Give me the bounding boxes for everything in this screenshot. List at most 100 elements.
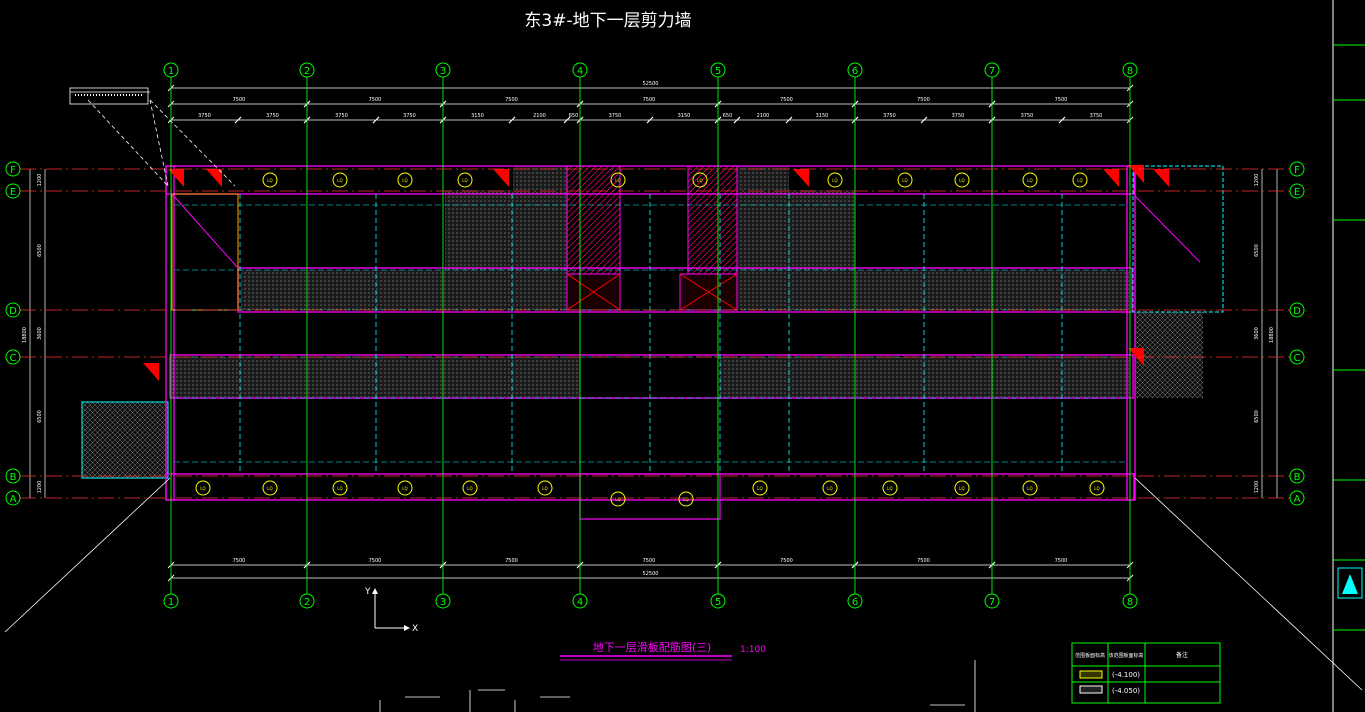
grid-label-2: 2 [304,597,310,608]
dimension-total-left: 18800 [22,327,28,343]
wall-tag [332,480,348,496]
wall-tag-label: LQ [832,178,837,183]
grid-bubble [1289,468,1305,484]
dimension-bay: 7500 [780,97,793,103]
wall-tag [827,172,843,188]
hatch-zone [737,166,789,310]
core-shaft [687,165,738,275]
grid-bubble [847,593,863,609]
grid-label-D: D [1293,306,1301,317]
grid-bubble [435,593,451,609]
hatch-zone [789,190,855,270]
column [168,169,184,187]
wall-tag-label: LQ [1027,178,1032,183]
beam-outline [1132,165,1224,313]
grid-label-E: E [1294,187,1300,198]
dimension-sub: 650 [723,113,733,119]
grid-label-1: 1 [168,66,174,77]
wall-tag-label: LQ [200,486,205,491]
wall-tag [610,491,626,507]
grid-bubble [299,593,315,609]
grid-label-7: 7 [989,597,995,608]
dimension-bay: 7500 [505,97,518,103]
hatch-zone [82,402,168,478]
grid-label-6: 6 [852,66,858,77]
wall-tag-label: LQ [467,486,472,491]
grid-label-2: 2 [304,66,310,77]
grid-label-B: B [1294,472,1301,483]
dimension-sub: 3750 [609,113,622,119]
hatch-zone [443,357,580,397]
grid-bubble [847,62,863,78]
hatch-zone [513,166,568,310]
grid-label-C: C [1294,353,1301,364]
plan-scale: 1:100 [740,645,766,655]
grid-bubble [710,593,726,609]
hatch-zone-border [81,401,169,479]
dimension-bay: 7500 [780,558,793,564]
wall-tag-label: LQ [683,497,688,502]
diagonal-brace [1134,195,1201,263]
drawing-title: 东3#-地下一层剪力墙 [524,11,691,31]
dimension-row-left: 1200 [37,481,43,494]
dimension-total-top: 52500 [643,81,659,87]
wall-tag-label: LQ [267,178,272,183]
dimension-row-left: 3600 [37,327,43,340]
wall-tag-label: LQ [959,486,964,491]
wall-tag [1089,480,1105,496]
grid-bubble [5,349,21,365]
dimension-sub: 650 [569,113,579,119]
dimension-bay: 7500 [369,97,382,103]
core-cross [566,273,621,311]
wall-tag [1072,172,1088,188]
hatch-zone [992,270,1129,310]
dimension-tick [563,116,571,124]
grid-bubble [5,161,21,177]
section-detail-fragments [379,660,976,712]
wall-tag-label: LQ [902,178,907,183]
grid-label-7: 7 [989,66,995,77]
dimension-row-right: 6500 [1254,244,1260,257]
dimension-bay: 7500 [1055,558,1068,564]
ramp-outline [171,193,239,311]
grid-label-A: A [10,494,17,505]
wall-tag-label: LQ [697,178,702,183]
grid-bubble [1122,593,1138,609]
shear-wall [165,165,175,501]
legend-col2: 该范围板面标高 [1108,652,1143,659]
wall-tag [262,480,278,496]
wall-tag-label: LQ [1094,486,1099,491]
note-tag [69,87,149,105]
grid-label-4: 4 [577,597,583,608]
grid-bubble [163,593,179,609]
legend-table [1071,642,1221,704]
wall-tag-label: LQ [402,178,407,183]
wall-tag-label: LQ [1077,178,1082,183]
wall-tag-label: LQ [337,486,342,491]
dimension-tick [785,116,793,124]
dimension-tick [733,116,741,124]
dimension-tick [372,116,380,124]
hatch-zone [171,357,307,397]
wall-tag-label: LQ [827,486,832,491]
wall-tag [752,480,768,496]
core-shaft [566,165,621,275]
dimension-row-right: 1200 [1254,481,1260,494]
title-block [1332,0,1365,712]
wall-tag [195,480,211,496]
axis-x-label: X [412,624,418,634]
shear-wall [1126,165,1136,501]
wall-tag-label: LQ [337,178,342,183]
dimension-bay: 7500 [643,97,656,103]
plan-caption: 地下一层滑板配筋图(三) 1:100 [560,640,766,661]
grid-label-5: 5 [715,66,721,77]
grid-label-1: 1 [168,597,174,608]
wall-tag-label: LQ [615,178,620,183]
wall-tag-label: LQ [887,486,892,491]
wall-tag [537,480,553,496]
wall-tag [692,172,708,188]
dimension-bay: 7500 [917,558,930,564]
dimension-total-bottom: 52500 [643,571,659,577]
dimension-tick [646,116,654,124]
grid-label-8: 8 [1127,597,1133,608]
